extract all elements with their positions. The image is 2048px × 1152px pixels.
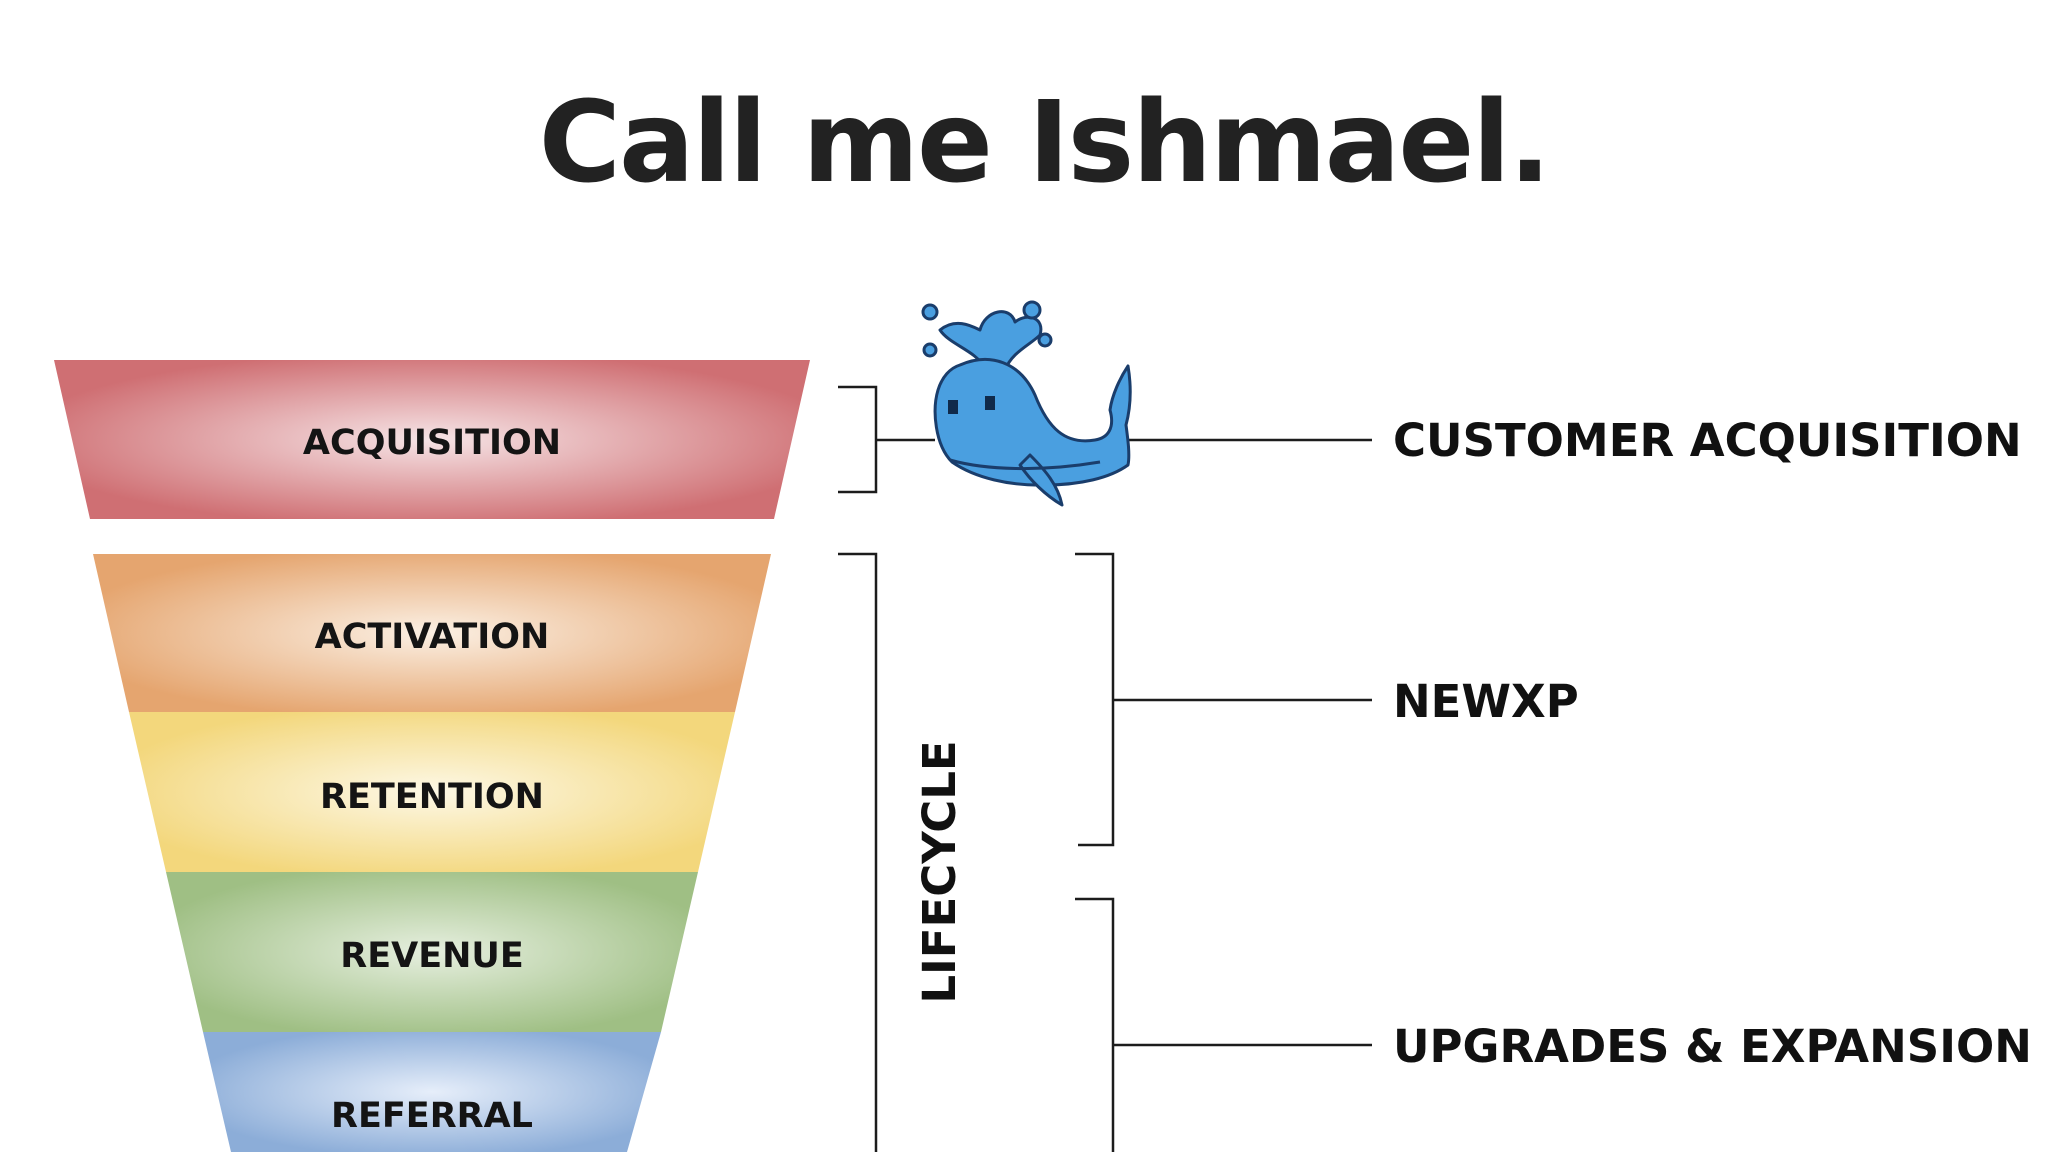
group-label-customer-acquisition: CUSTOMER ACQUISITION — [1393, 414, 2022, 467]
acquisition-bracket — [838, 385, 935, 494]
stage-label-referral: REFERRAL — [331, 1096, 533, 1136]
group-label-upgrades: UPGRADES & EXPANSION — [1393, 1020, 2032, 1073]
group-label-newxp: NEWXP — [1393, 675, 1579, 728]
stage-label-retention: RETENTION — [320, 777, 544, 817]
page-title: Call me Ishmael. — [538, 78, 1551, 208]
funnel-stage-retention — [129, 712, 735, 872]
lifecycle-label: LIFECYCLE — [913, 740, 966, 1003]
stage-label-acquisition: ACQUISITION — [303, 423, 561, 463]
funnel-stage-acquisition — [54, 360, 810, 519]
lifecycle-bracket — [838, 552, 878, 1152]
funnel-stage-revenue — [166, 872, 698, 1032]
funnel-stage-referral — [203, 1032, 661, 1152]
stage-label-revenue: REVENUE — [340, 936, 523, 976]
whale-icon — [921, 300, 1132, 507]
stage-label-activation: ACTIVATION — [315, 617, 550, 657]
newxp-bracket — [1075, 552, 1372, 847]
upgrades-bracket — [1075, 897, 1372, 1152]
funnel-stage-activation — [93, 554, 771, 712]
